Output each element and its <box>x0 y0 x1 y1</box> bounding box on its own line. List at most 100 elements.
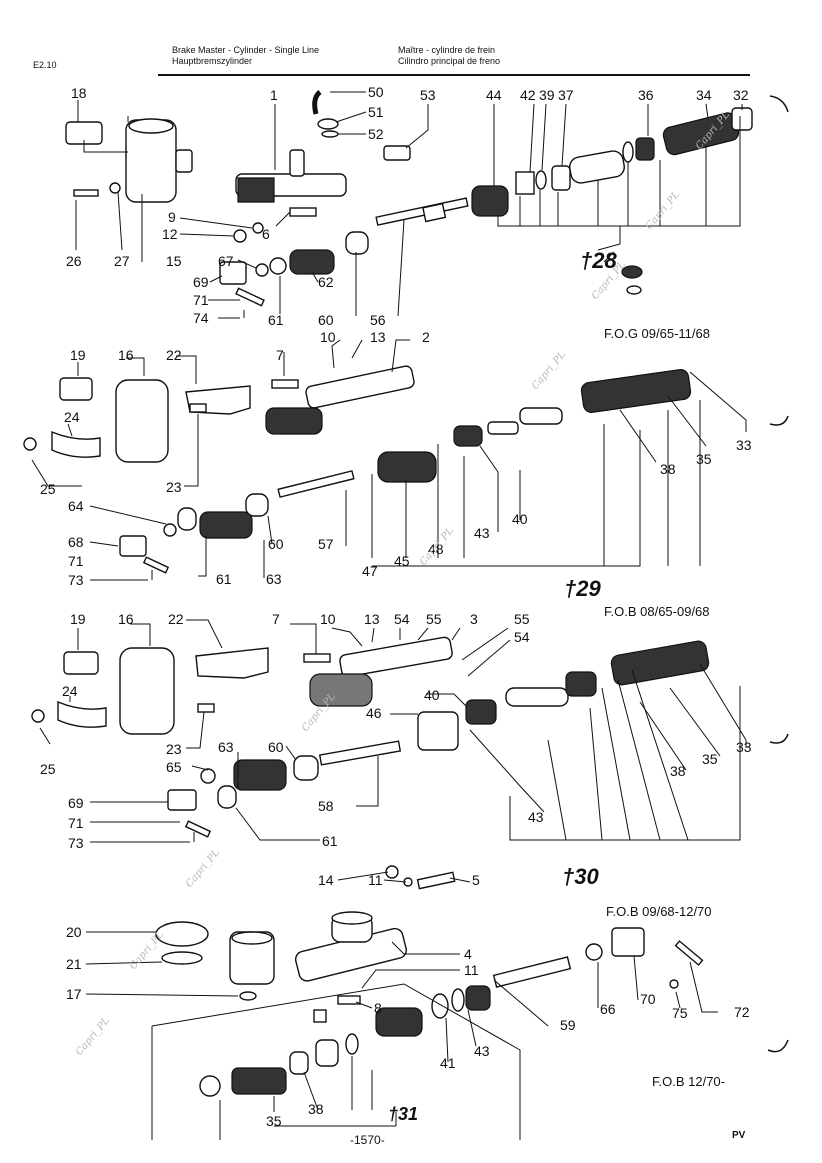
label-7b: 7 <box>272 611 280 627</box>
reservoir-cap-19 <box>59 377 93 401</box>
label-23: 23 <box>166 479 182 495</box>
label-47: 47 <box>362 563 378 579</box>
nut-65 <box>200 768 216 784</box>
seal-43 <box>453 425 483 447</box>
washer-27 <box>109 182 121 194</box>
cap-lower <box>199 1075 221 1097</box>
label-35c: 35 <box>266 1113 282 1129</box>
label-37: 37 <box>558 87 574 103</box>
kit-29-number: 29 <box>575 576 601 601</box>
pin-71 <box>235 287 265 307</box>
label-8: 8 <box>374 1000 382 1016</box>
kit-28-number: 28 <box>591 248 617 273</box>
label-71b: 71 <box>68 553 84 569</box>
label-45: 45 <box>394 553 410 569</box>
label-63: 63 <box>266 571 282 587</box>
retainer-61 <box>269 257 287 275</box>
spring-35 <box>580 369 692 413</box>
label-20: 20 <box>66 924 82 940</box>
label-34: 34 <box>696 87 712 103</box>
pushrod-57 <box>277 470 355 498</box>
clevis-68 <box>119 535 147 557</box>
caption-section-2: F.O.B 08/65-09/68 <box>604 604 710 619</box>
title-spanish: Cilindro principal de freno <box>398 56 501 66</box>
caption-section-3: F.O.B 09/68-12/70 <box>606 904 712 919</box>
kit-31-dagger: † <box>388 1104 398 1124</box>
label-27: 27 <box>114 253 130 269</box>
label-22: 22 <box>166 347 182 363</box>
piston-60b <box>245 493 269 517</box>
label-19b: 19 <box>70 611 86 627</box>
label-13b: 13 <box>364 611 380 627</box>
label-74: 74 <box>193 310 209 326</box>
label-12: 12 <box>162 226 178 242</box>
retainer-61c <box>217 785 237 809</box>
section-3-parts <box>31 636 710 838</box>
label-69b: 69 <box>68 795 84 811</box>
watermark-4: Capri_PL <box>530 349 568 392</box>
screw-23 <box>189 403 207 413</box>
boot-45 <box>377 451 437 483</box>
boot-2 <box>265 407 323 435</box>
kit-28-dagger: † <box>580 248 592 273</box>
label-5: 5 <box>472 872 480 888</box>
seal-41 <box>431 993 449 1019</box>
grommet <box>239 991 257 1001</box>
spring-62 <box>289 249 335 275</box>
page-number: -1570- <box>350 1133 385 1147</box>
kit-28-washer <box>626 285 642 295</box>
label-11: 11 <box>368 872 383 888</box>
label-58: 58 <box>318 798 334 814</box>
clevis-69b <box>167 789 197 811</box>
piston-38b <box>505 687 569 707</box>
label-36: 36 <box>638 87 654 103</box>
label-60: 60 <box>318 312 334 328</box>
label-46: 46 <box>366 705 382 721</box>
seal-36 <box>635 137 655 161</box>
inlet-1 <box>289 149 305 177</box>
reservoir-top <box>128 118 174 134</box>
label-24: 24 <box>64 409 80 425</box>
valve-32 <box>731 107 753 131</box>
label-68: 68 <box>68 534 84 550</box>
ring-lower <box>345 1033 359 1055</box>
label-61b: 61 <box>216 571 232 587</box>
bleed-screw-5 <box>416 871 456 890</box>
kit-30-number: 30 <box>574 864 599 889</box>
label-32: 32 <box>733 87 749 103</box>
label-7: 7 <box>276 347 284 363</box>
watermark-8: Capri_PL <box>128 929 166 972</box>
label-6: 6 <box>262 226 270 242</box>
label-16: 16 <box>118 347 134 363</box>
label-21: 21 <box>66 956 82 972</box>
nut-12 <box>233 229 247 243</box>
clevis-69 <box>219 261 247 285</box>
section-1-parts <box>65 90 753 307</box>
label-64: 64 <box>68 498 84 514</box>
label-65: 65 <box>166 759 182 775</box>
header-rule <box>158 74 750 76</box>
reservoir-16b <box>119 647 175 735</box>
watermark-9: Capri_PL <box>74 1015 112 1058</box>
label-41: 41 <box>440 1055 456 1071</box>
label-35: 35 <box>696 451 712 467</box>
clevis-70 <box>611 927 645 957</box>
label-55: 55 <box>426 611 442 627</box>
washer-52 <box>321 130 339 138</box>
piston-38 <box>519 407 563 425</box>
label-38: 38 <box>660 461 676 477</box>
label-23b: 23 <box>166 741 182 757</box>
label-72: 72 <box>734 1004 750 1020</box>
label-43b: 43 <box>528 809 544 825</box>
binder-marks <box>767 95 789 1053</box>
seal-36-ring <box>622 141 634 163</box>
label-39: 39 <box>539 87 555 103</box>
label-70: 70 <box>640 991 656 1007</box>
kit-31-number: 31 <box>398 1104 418 1124</box>
spring-35c <box>231 1067 287 1095</box>
title-french: Maître - cylindre de frein <box>398 45 496 55</box>
boot-3 <box>309 673 373 707</box>
nut-66 <box>585 943 603 961</box>
piston-60 <box>345 231 369 255</box>
label-59: 59 <box>560 1017 576 1033</box>
